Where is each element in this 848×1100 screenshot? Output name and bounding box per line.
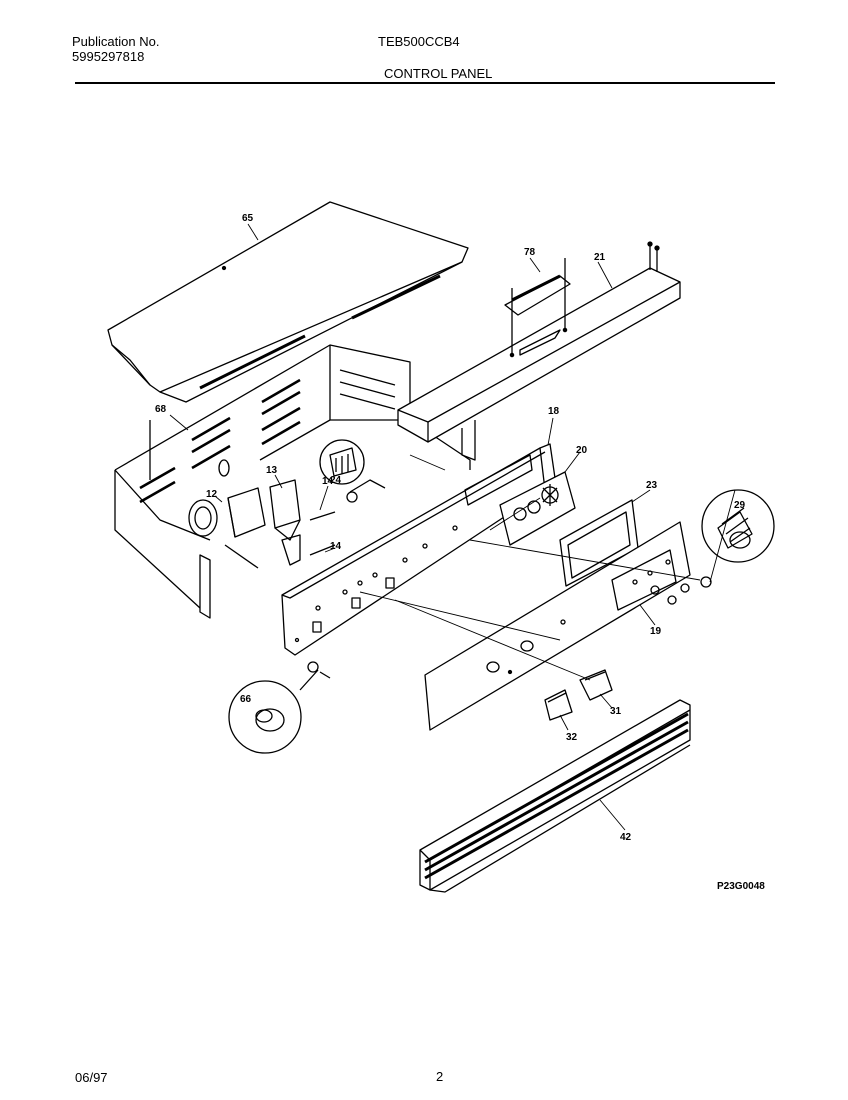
part-housing xyxy=(114,344,471,619)
callout-42: 42 xyxy=(620,832,632,843)
part-handle xyxy=(504,258,571,358)
callout-14-upper: 14 xyxy=(322,476,334,487)
part-front-panel xyxy=(424,521,712,731)
footer-date: 06/97 xyxy=(75,1070,108,1085)
callout-29: 29 xyxy=(734,500,746,511)
part-top-trim xyxy=(397,241,681,461)
diagram-reference: P23G0048 xyxy=(717,881,765,892)
callout-labels: 65 78 21 68 18 20 24 13 12 14 14 23 29 1… xyxy=(155,213,746,843)
callout-21: 21 xyxy=(594,252,606,263)
callout-31: 31 xyxy=(610,706,622,717)
callout-13: 13 xyxy=(266,465,278,476)
publication-number: 5995297818 xyxy=(72,49,145,64)
callout-18: 18 xyxy=(548,406,560,417)
header-rule xyxy=(75,82,775,84)
model-number: TEB500CCB4 xyxy=(378,34,460,49)
part-knobs xyxy=(544,669,613,721)
callout-12: 12 xyxy=(206,489,218,500)
callout-66: 66 xyxy=(240,694,252,705)
callout-20: 20 xyxy=(576,445,588,456)
part-top-cover xyxy=(107,201,469,403)
callout-68: 68 xyxy=(155,404,167,415)
leader-lines xyxy=(169,223,736,831)
callout-19: 19 xyxy=(650,626,662,637)
section-title: CONTROL PANEL xyxy=(384,66,493,81)
callout-24: 24 xyxy=(330,475,342,486)
part-switch xyxy=(319,439,386,503)
publication-label: Publication No. xyxy=(72,34,160,49)
callout-65: 65 xyxy=(242,213,254,224)
part-display-board xyxy=(499,471,576,546)
part-backplate xyxy=(281,443,556,656)
part-bottom-trim xyxy=(419,699,691,893)
detail-66 xyxy=(228,661,331,754)
part-relay xyxy=(188,479,336,569)
callout-23: 23 xyxy=(646,480,658,491)
callout-14-lower: 14 xyxy=(330,541,342,552)
page-number: 2 xyxy=(436,1069,444,1084)
callout-78: 78 xyxy=(524,247,536,258)
callout-32: 32 xyxy=(566,732,578,743)
